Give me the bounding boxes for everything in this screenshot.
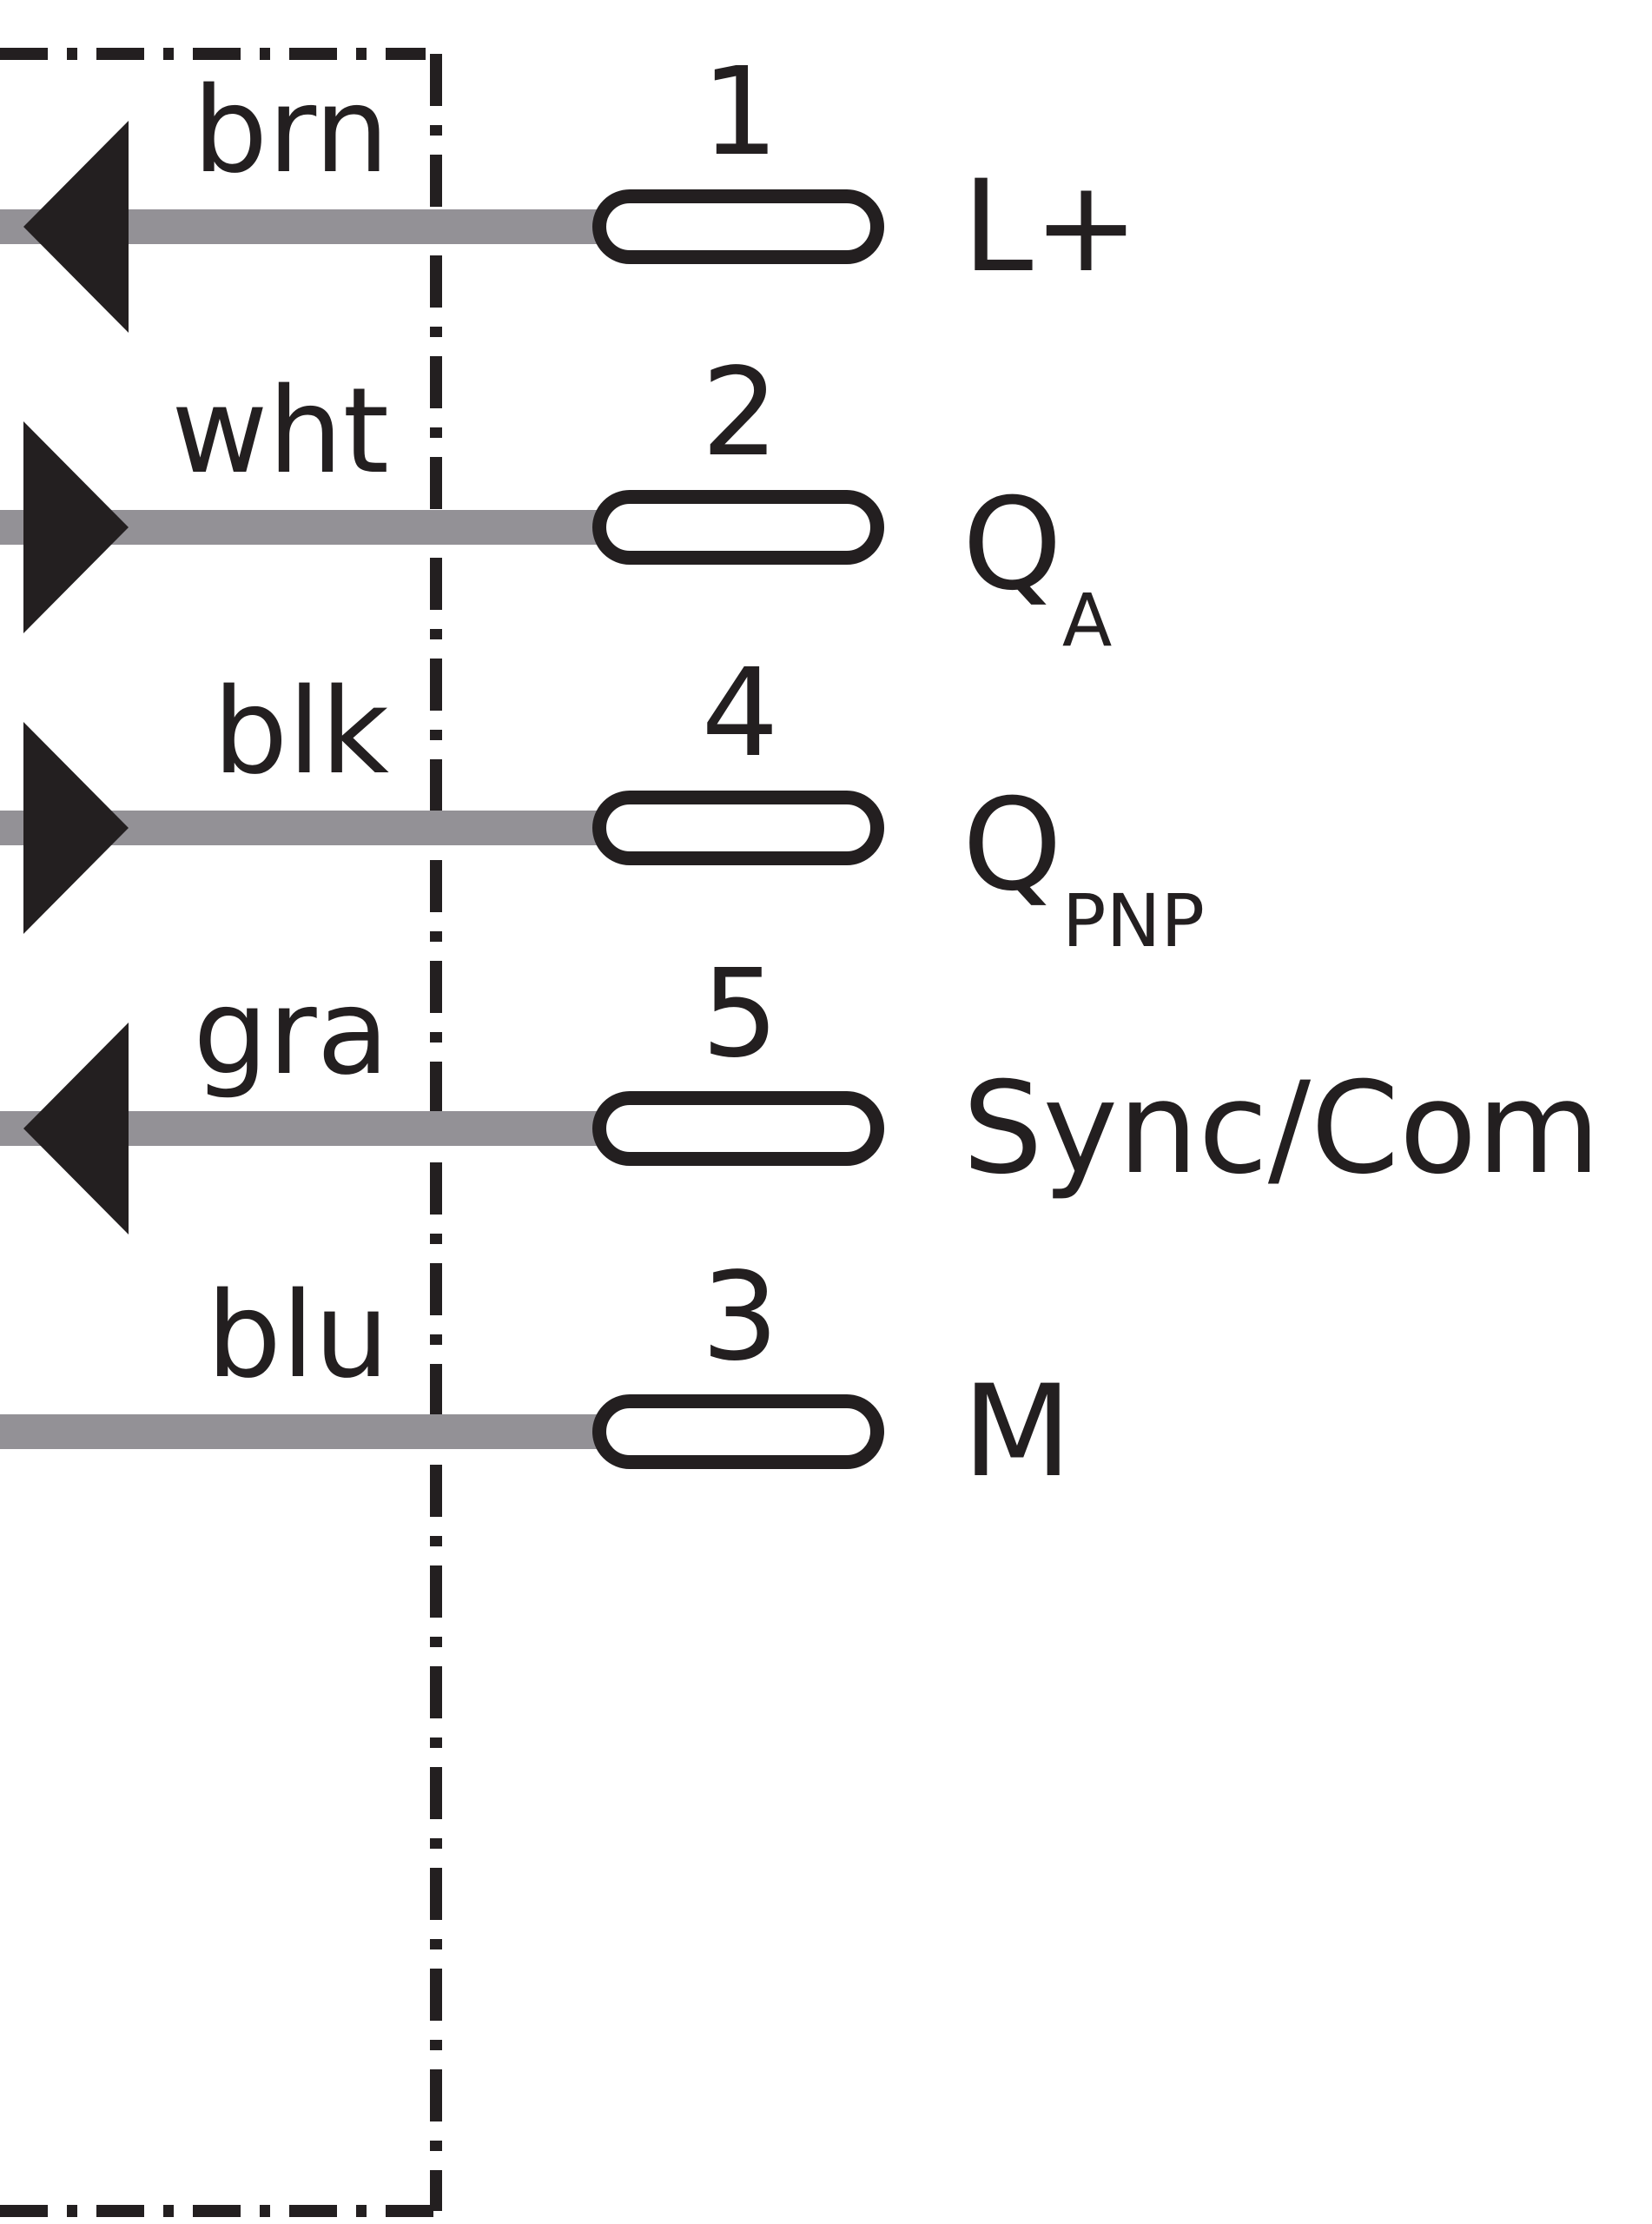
arrow-left-icon	[23, 121, 129, 333]
signal-label: Sync/Com	[962, 1055, 1601, 1202]
signal-label: QPNP	[962, 771, 1205, 963]
signal-name: Sync/Com	[962, 1055, 1601, 1202]
signal-label: M	[962, 1358, 1072, 1506]
signal-name: M	[962, 1358, 1072, 1506]
pin-number: 1	[701, 42, 778, 183]
pin-row: blu 3M	[0, 1247, 1072, 1506]
signal-name: Q	[962, 771, 1062, 919]
signal-name: Q	[962, 471, 1062, 619]
signal-label: L+	[962, 153, 1140, 301]
pin-contact	[592, 791, 884, 865]
signal-label: QA	[962, 471, 1112, 663]
arrow-right-icon	[23, 421, 129, 633]
wire-color-label: wht	[171, 363, 389, 500]
wire-color-label: blu	[207, 1268, 389, 1405]
signal-name: L+	[962, 153, 1140, 301]
pin-contact	[592, 1394, 884, 1469]
housing-boundary	[0, 48, 442, 2217]
pin-contact	[592, 189, 884, 264]
pin-row: brn 1L+	[0, 42, 1140, 333]
wire-color-label: blk	[213, 664, 389, 801]
arrow-left-icon	[23, 1023, 129, 1234]
pin-number: 4	[701, 643, 778, 784]
signal-subscript: PNP	[1062, 878, 1205, 963]
pin-number: 3	[701, 1247, 778, 1388]
pin-contact	[592, 1091, 884, 1166]
arrow-right-icon	[23, 722, 129, 934]
pin-number: 2	[701, 342, 778, 484]
wire-color-label: gra	[193, 964, 389, 1102]
signal-subscript: A	[1062, 578, 1112, 663]
pin-row: wht 2QA	[0, 342, 1112, 663]
wire-color-label: brn	[193, 63, 389, 200]
pin-number: 5	[701, 943, 778, 1085]
pin-contact	[592, 490, 884, 565]
